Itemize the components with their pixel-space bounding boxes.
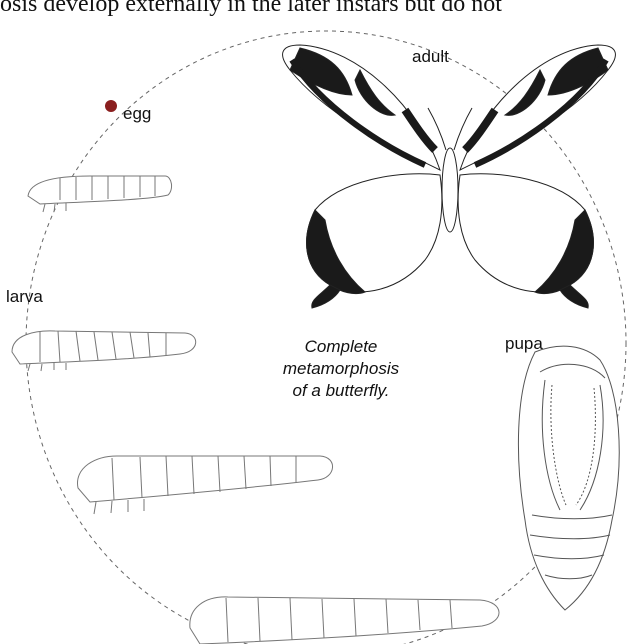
larva-drawing-3 <box>78 456 333 514</box>
caption-line-1: Complete <box>258 336 424 358</box>
butterfly-body <box>442 148 458 232</box>
larva-label: larva <box>6 287 43 307</box>
butterfly-drawing <box>283 45 616 308</box>
caption: Complete metamorphosis of a butterfly. <box>258 336 424 402</box>
larva-drawing-2 <box>12 331 196 371</box>
egg-label: egg <box>123 104 151 124</box>
pupa-label: pupa <box>505 334 543 354</box>
caption-line-3: of a butterfly. <box>258 380 424 402</box>
adult-label: adult <box>412 47 449 67</box>
egg-dot <box>105 100 117 112</box>
pupa-drawing <box>518 346 619 610</box>
larva-drawing-1 <box>28 176 172 212</box>
larva-drawing-4 <box>190 597 499 644</box>
caption-line-2: metamorphosis <box>258 358 424 380</box>
